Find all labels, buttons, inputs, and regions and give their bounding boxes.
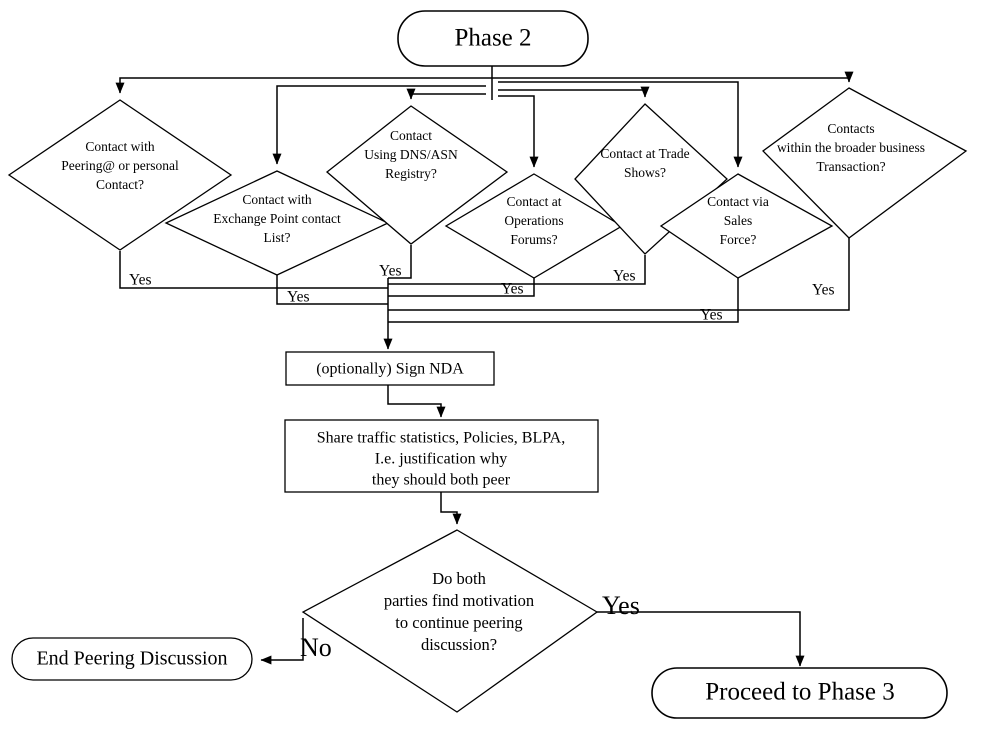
decision3-shape <box>325 105 509 245</box>
decision3-line1: Contact <box>390 128 432 143</box>
node-decision-trade-shows[interactable]: Contact at Trade Shows? <box>574 103 728 255</box>
edge-share-to-decision <box>440 492 462 525</box>
decision1-shape <box>7 99 233 251</box>
decision4-yes-label: Yes <box>501 281 524 298</box>
edge-d6-yes <box>388 277 739 323</box>
decision4-line3: Forums? <box>510 232 557 247</box>
decision7-yes-label: Yes <box>812 282 835 299</box>
decision6-yes-label: Yes <box>700 307 723 324</box>
node-process-sign-nda[interactable]: (optionally) Sign NDA <box>285 351 495 386</box>
edge-d2-yes <box>276 274 388 305</box>
node-decision-motivation[interactable]: Do both parties find motivation to conti… <box>301 529 599 713</box>
nda-shape <box>285 351 495 386</box>
share-line1: Share traffic statistics, Policies, BLPA… <box>317 430 565 447</box>
node-phase2-start[interactable]: Phase 2 <box>397 10 589 67</box>
share-line3: they should both peer <box>372 472 511 489</box>
final-decision-line4: discussion? <box>421 635 497 654</box>
decision1-line3: Contact? <box>96 177 144 192</box>
end-terminal-shape <box>11 637 253 681</box>
decision7-shape <box>762 87 968 239</box>
decision1-line2: Peering@ or personal <box>61 158 179 173</box>
decision5-line1: Contact at Trade <box>600 146 689 161</box>
final-decision-shape <box>301 529 599 713</box>
decision2-line3: List? <box>264 230 291 245</box>
edge-decision-yes <box>597 611 805 667</box>
phase2-label: Phase 2 <box>454 25 531 52</box>
edge-d3-yes <box>388 245 412 279</box>
edge-d1-yes <box>119 251 388 289</box>
node-decision-contact-peering[interactable]: Contact with Peering@ or personal Contac… <box>7 99 233 251</box>
edge-d7-yes <box>388 238 850 311</box>
end-terminal-label: End Peering Discussion <box>36 648 227 670</box>
decision6-line3: Force? <box>720 232 757 247</box>
phase2-shape <box>397 10 589 67</box>
decision2-shape <box>164 170 390 276</box>
share-shape <box>284 419 599 493</box>
decision3-yes-label: Yes <box>379 263 402 280</box>
connector-layer <box>115 64 854 667</box>
decision5-line2: Shows? <box>624 165 666 180</box>
node-terminal-end-peering[interactable]: End Peering Discussion <box>11 637 253 681</box>
decision4-shape <box>444 173 624 279</box>
node-terminal-proceed-phase3[interactable]: Proceed to Phase 3 <box>651 667 948 719</box>
decision1-yes-label: Yes <box>129 272 152 289</box>
decision5-shape <box>574 103 728 255</box>
decision6-line1: Contact via <box>707 194 769 209</box>
proceed-terminal-shape <box>651 667 948 719</box>
edge-d5-yes <box>388 255 646 285</box>
decision5-yes-label: Yes <box>613 268 636 285</box>
edge-phase2-to-d5 <box>498 86 650 98</box>
decision4-line1: Contact at <box>506 194 561 209</box>
edge-phase2-to-d6 <box>498 81 743 168</box>
edge-phase2-to-d7 <box>492 71 854 83</box>
node-decision-exchange-point[interactable]: Contact with Exchange Point contact List… <box>164 170 390 276</box>
proceed-terminal-label: Proceed to Phase 3 <box>705 679 895 706</box>
node-decision-dns-asn-registry[interactable]: Contact Using DNS/ASN Registry? <box>325 105 509 245</box>
node-decision-sales-force[interactable]: Contact via Sales Force? <box>659 173 834 279</box>
final-decision-line2: parties find motivation <box>384 591 534 610</box>
edge-decision-no <box>260 618 304 665</box>
decision7-line3: Transaction? <box>816 159 885 174</box>
edge-phase2-to-d4 <box>498 95 539 168</box>
edge-phase2-to-d3 <box>406 88 486 100</box>
decision6-line2: Sales <box>724 213 753 228</box>
decision4-line2: Operations <box>504 213 563 228</box>
node-decision-broader-business[interactable]: Contacts within the broader business Tra… <box>762 87 968 239</box>
edge-phase2-to-d1 <box>115 77 492 94</box>
decision2-line2: Exchange Point contact <box>213 211 341 226</box>
edge-nda-to-share <box>387 385 446 418</box>
final-decision-no-label: No <box>300 633 332 662</box>
decision7-line1: Contacts <box>827 121 874 136</box>
final-decision-line3: to continue peering <box>395 613 522 632</box>
nda-label: (optionally) Sign NDA <box>316 361 464 378</box>
node-decision-operations-forums[interactable]: Contact at Operations Forums? <box>444 173 624 279</box>
final-decision-yes-label: Yes <box>602 591 640 620</box>
decision3-line2: Using DNS/ASN <box>364 147 458 162</box>
decision6-shape <box>659 173 834 279</box>
decision7-line2: within the broader business <box>777 140 925 155</box>
final-decision-line1: Do both <box>432 569 486 588</box>
decision1-line1: Contact with <box>85 139 155 154</box>
decision3-line3: Registry? <box>385 166 437 181</box>
node-process-share-statistics[interactable]: Share traffic statistics, Policies, BLPA… <box>284 419 599 493</box>
decision2-yes-label: Yes <box>287 289 310 306</box>
decision2-line1: Contact with <box>242 192 312 207</box>
edge-phase2-to-d2 <box>272 85 486 165</box>
share-line2: I.e. justification why <box>375 451 507 468</box>
